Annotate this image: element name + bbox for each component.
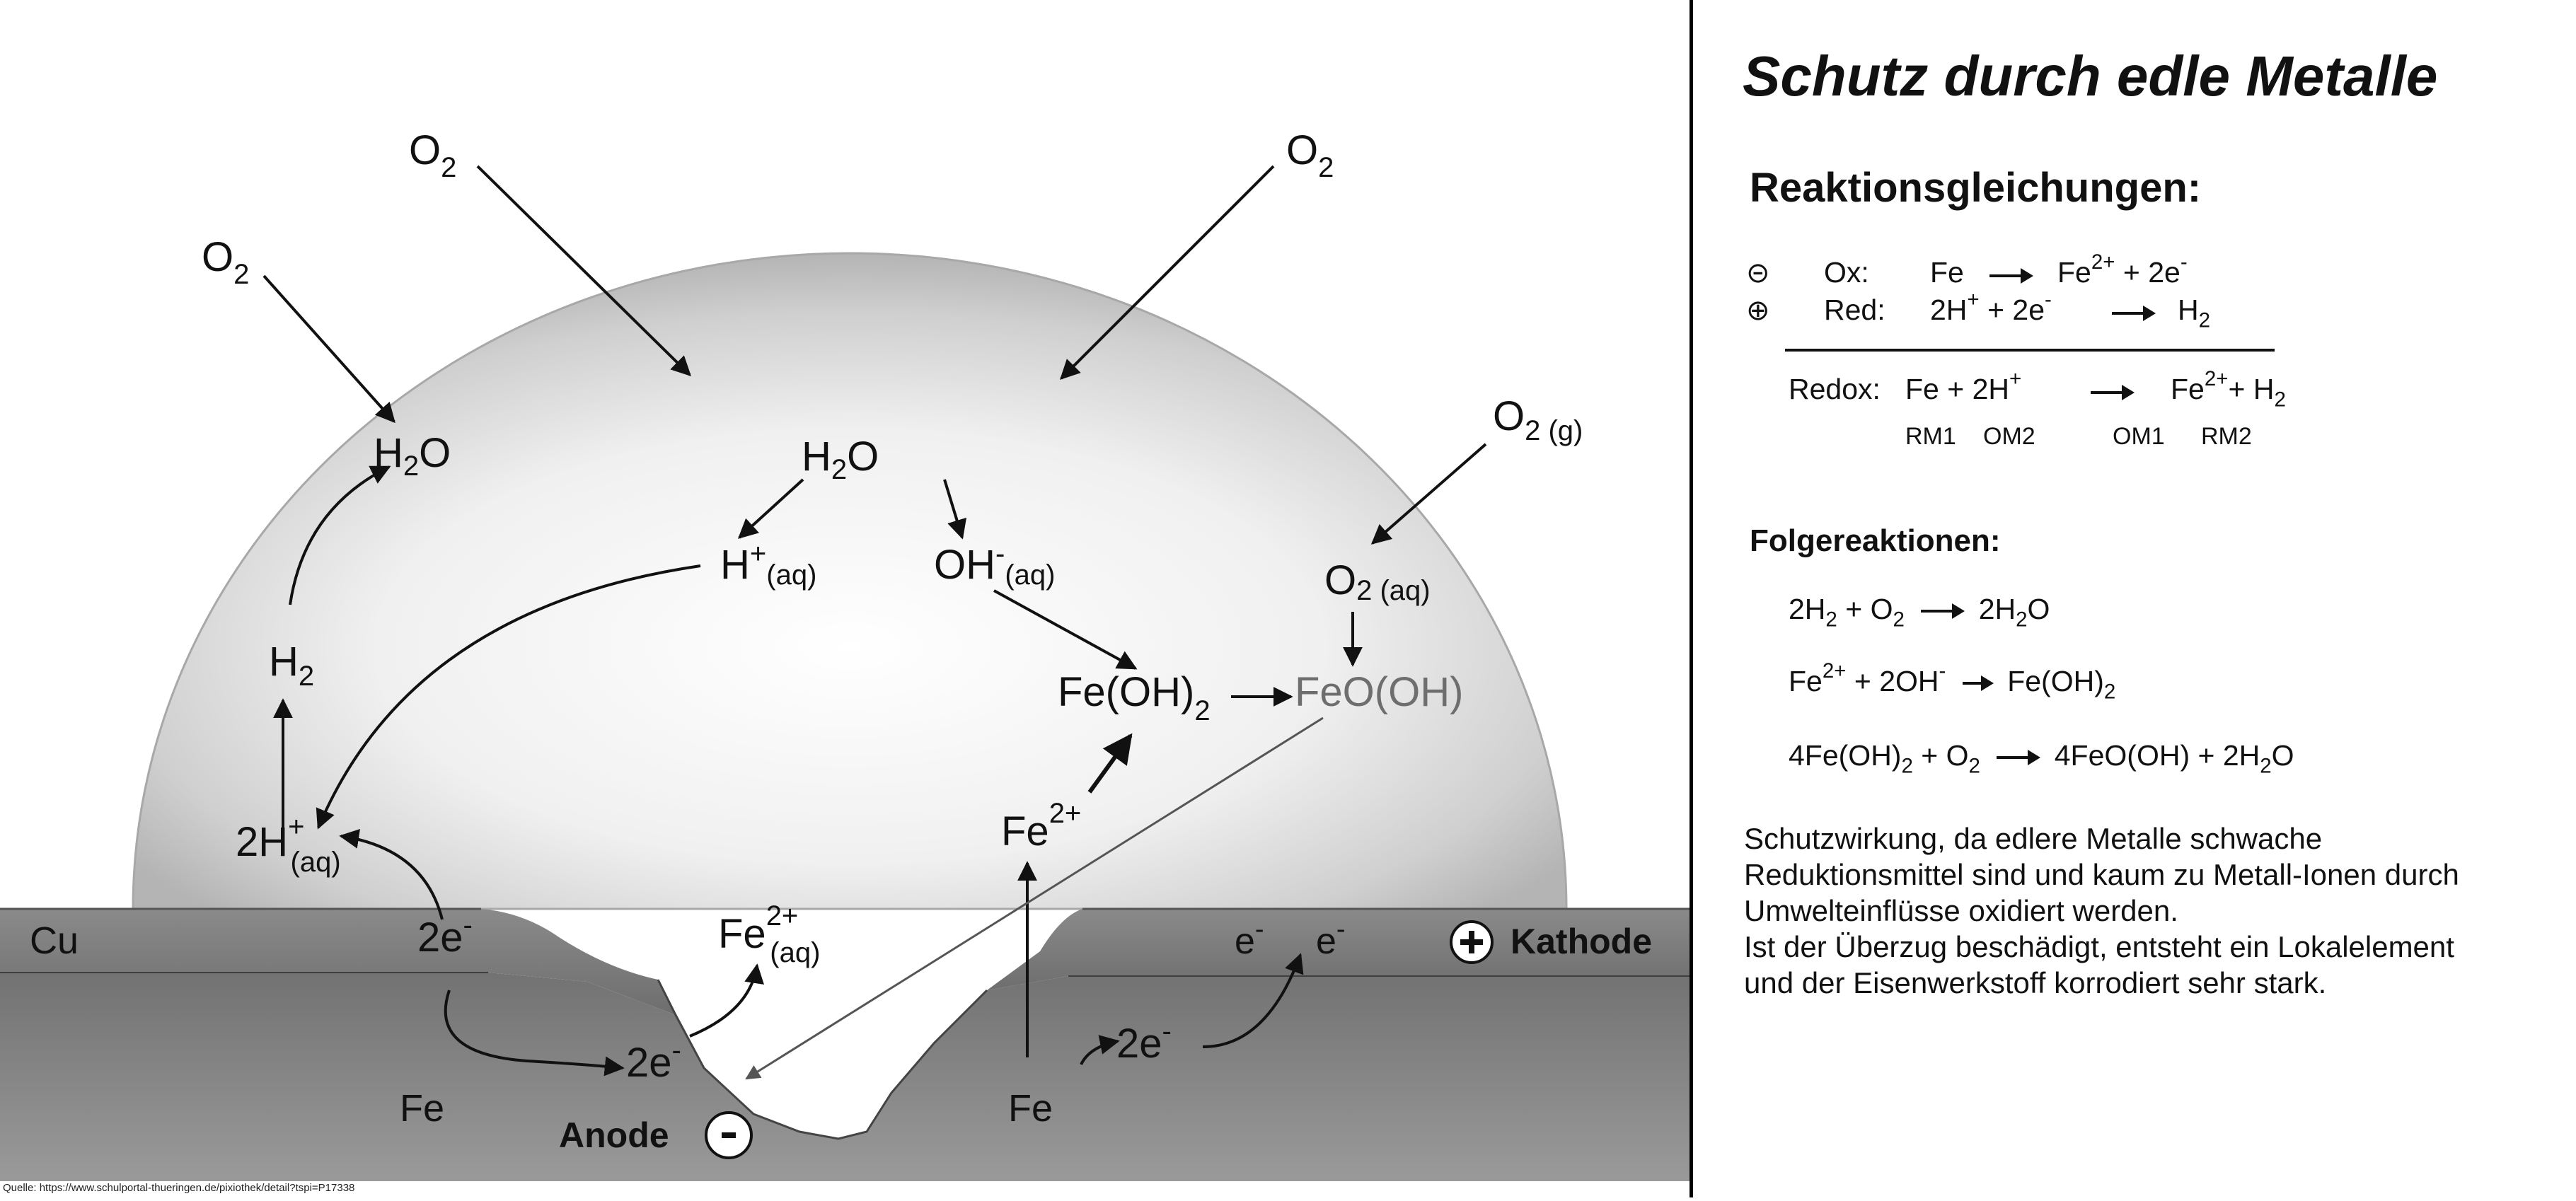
ox-arrow-icon xyxy=(1989,268,2033,284)
label-fe2-aq: Fe2+(aq) xyxy=(718,900,820,968)
label-h2o-center: H2O xyxy=(802,434,879,485)
anode-marker: Anode xyxy=(559,1111,753,1159)
paragraph-line: und der Eisenwerkstoff korrodiert sehr s… xyxy=(1744,966,2327,999)
label-fe2-plus: Fe2+ xyxy=(1001,798,1081,854)
ox-lhs: Fe xyxy=(1930,256,1964,289)
reaction-arrows xyxy=(262,165,1487,1077)
label-2e-cu: 2e- xyxy=(417,910,473,961)
reaction-heading: Reaktionsgleichungen: xyxy=(1750,165,2202,211)
ox-rhs: Fe2+ + 2e- xyxy=(2057,250,2188,289)
followup-eq-1: 2H2 + O2 2H2O xyxy=(1789,593,2050,632)
label-fe-oh-2: Fe(OH)2 xyxy=(1058,669,1211,726)
label-o2-gas: O2 (g) xyxy=(1493,393,1583,446)
role-rm1: RM1 xyxy=(1905,423,1956,450)
label-fe-right: Fe xyxy=(1008,1087,1053,1130)
diagram-labels: O2 O2 O2 O2 (g) O2 (aq) H2O H2O H+(aq) O… xyxy=(30,127,1583,1130)
paragraph-line: Reduktionsmittel sind und kaum zu Metall… xyxy=(1744,858,2459,891)
red-lhs: 2H+ + 2e- xyxy=(1930,287,2052,326)
label-h2: H2 xyxy=(269,639,314,692)
source-credit: Quelle: https://www.schulportal-thuering… xyxy=(3,1182,355,1194)
equation-ox: ⊝ Ox: Fe Fe2+ + 2e- xyxy=(1746,252,2188,289)
role-rm2: RM2 xyxy=(2201,423,2252,450)
paragraph-line: Schutzwirkung, da edlere Metalle schwach… xyxy=(1744,822,2323,855)
label-o2-left: O2 xyxy=(202,234,249,290)
redox-rhs: Fe2++ H2 xyxy=(2171,366,2286,412)
followup-eq-2: Fe2+ + 2OH- Fe(OH)2 xyxy=(1789,658,2116,704)
red-label: Red: xyxy=(1824,294,1885,326)
equation-red: ⊕ Red: 2H+ + 2e- H2 xyxy=(1746,289,2210,331)
info-panel: Schutz durch edle Metalle Reaktionsgleic… xyxy=(1690,0,2576,1197)
label-kathode: Kathode xyxy=(1511,922,1652,961)
kathode-marker: Kathode xyxy=(1450,920,1652,964)
corrosion-diagram: O2 O2 O2 O2 (g) O2 (aq) H2O H2O H+(aq) O… xyxy=(0,127,1691,1181)
redox-arrow-icon xyxy=(2091,385,2135,400)
label-electron-1: e- xyxy=(1235,915,1264,962)
label-electron-2: e- xyxy=(1316,915,1346,962)
redox-label: Redox: xyxy=(1789,373,1881,405)
page-title: Schutz durch edle Metalle xyxy=(1743,45,2438,108)
followup-eq-3: 4Fe(OH)2 + O2 4FeO(OH) + 2H2O xyxy=(1789,739,2294,778)
label-anode: Anode xyxy=(559,1115,669,1155)
equation-redox: Redox: Fe + 2H+ Fe2++ H2 xyxy=(1789,369,2286,410)
label-h-plus-aq: H+(aq) xyxy=(720,538,816,591)
role-om2: OM2 xyxy=(1983,423,2035,450)
paragraph-line: Ist der Überzug beschädigt, entsteht ein… xyxy=(1744,930,2454,963)
water-droplet xyxy=(132,252,1568,910)
red-arrow-icon xyxy=(2112,306,2156,321)
label-2e-fe: 2e- xyxy=(1116,1016,1172,1067)
role-om1: OM1 xyxy=(2113,423,2165,450)
followup-heading: Folgereaktionen: xyxy=(1750,523,2001,558)
label-fe-left: Fe xyxy=(400,1087,444,1130)
ox-label: Ox: xyxy=(1824,256,1869,289)
f1-arrow-icon xyxy=(1921,603,1965,620)
f3-arrow-icon xyxy=(1997,750,2041,766)
minus-symbol-icon: ⊝ xyxy=(1746,257,1770,289)
redox-lhs: Fe + 2H+ xyxy=(1905,366,2022,405)
copper-layer-left xyxy=(0,909,676,1015)
iron-base xyxy=(0,973,1691,1181)
label-2e-pit: 2e- xyxy=(626,1035,681,1086)
red-rhs: H2 xyxy=(2178,294,2211,332)
label-cu: Cu xyxy=(30,919,79,962)
label-h2o-left: H2O xyxy=(374,430,451,482)
f2-arrow-icon xyxy=(1962,675,1994,692)
copper-layer-right xyxy=(987,909,1691,990)
label-oh-minus-aq: OH-(aq) xyxy=(934,538,1055,591)
explanation-paragraph: Schutzwirkung, da edlere Metalle schwach… xyxy=(1744,820,2572,1001)
pit-outline xyxy=(657,979,988,1140)
label-o2-top-left: O2 xyxy=(409,127,456,183)
label-o2-aq: O2 (aq) xyxy=(1324,557,1431,606)
label-feo-oh: FeO(OH) xyxy=(1295,669,1463,715)
paragraph-line: Umwelteinflüsse oxidiert werden. xyxy=(1744,894,2178,927)
label-o2-top-right: O2 xyxy=(1286,127,1334,183)
redox-divider xyxy=(1785,349,2275,352)
feooh-to-pit-arrow xyxy=(745,716,1324,1080)
label-2h-plus-aq: 2H+(aq) xyxy=(236,811,341,878)
plus-symbol-icon: ⊕ xyxy=(1746,295,1770,326)
